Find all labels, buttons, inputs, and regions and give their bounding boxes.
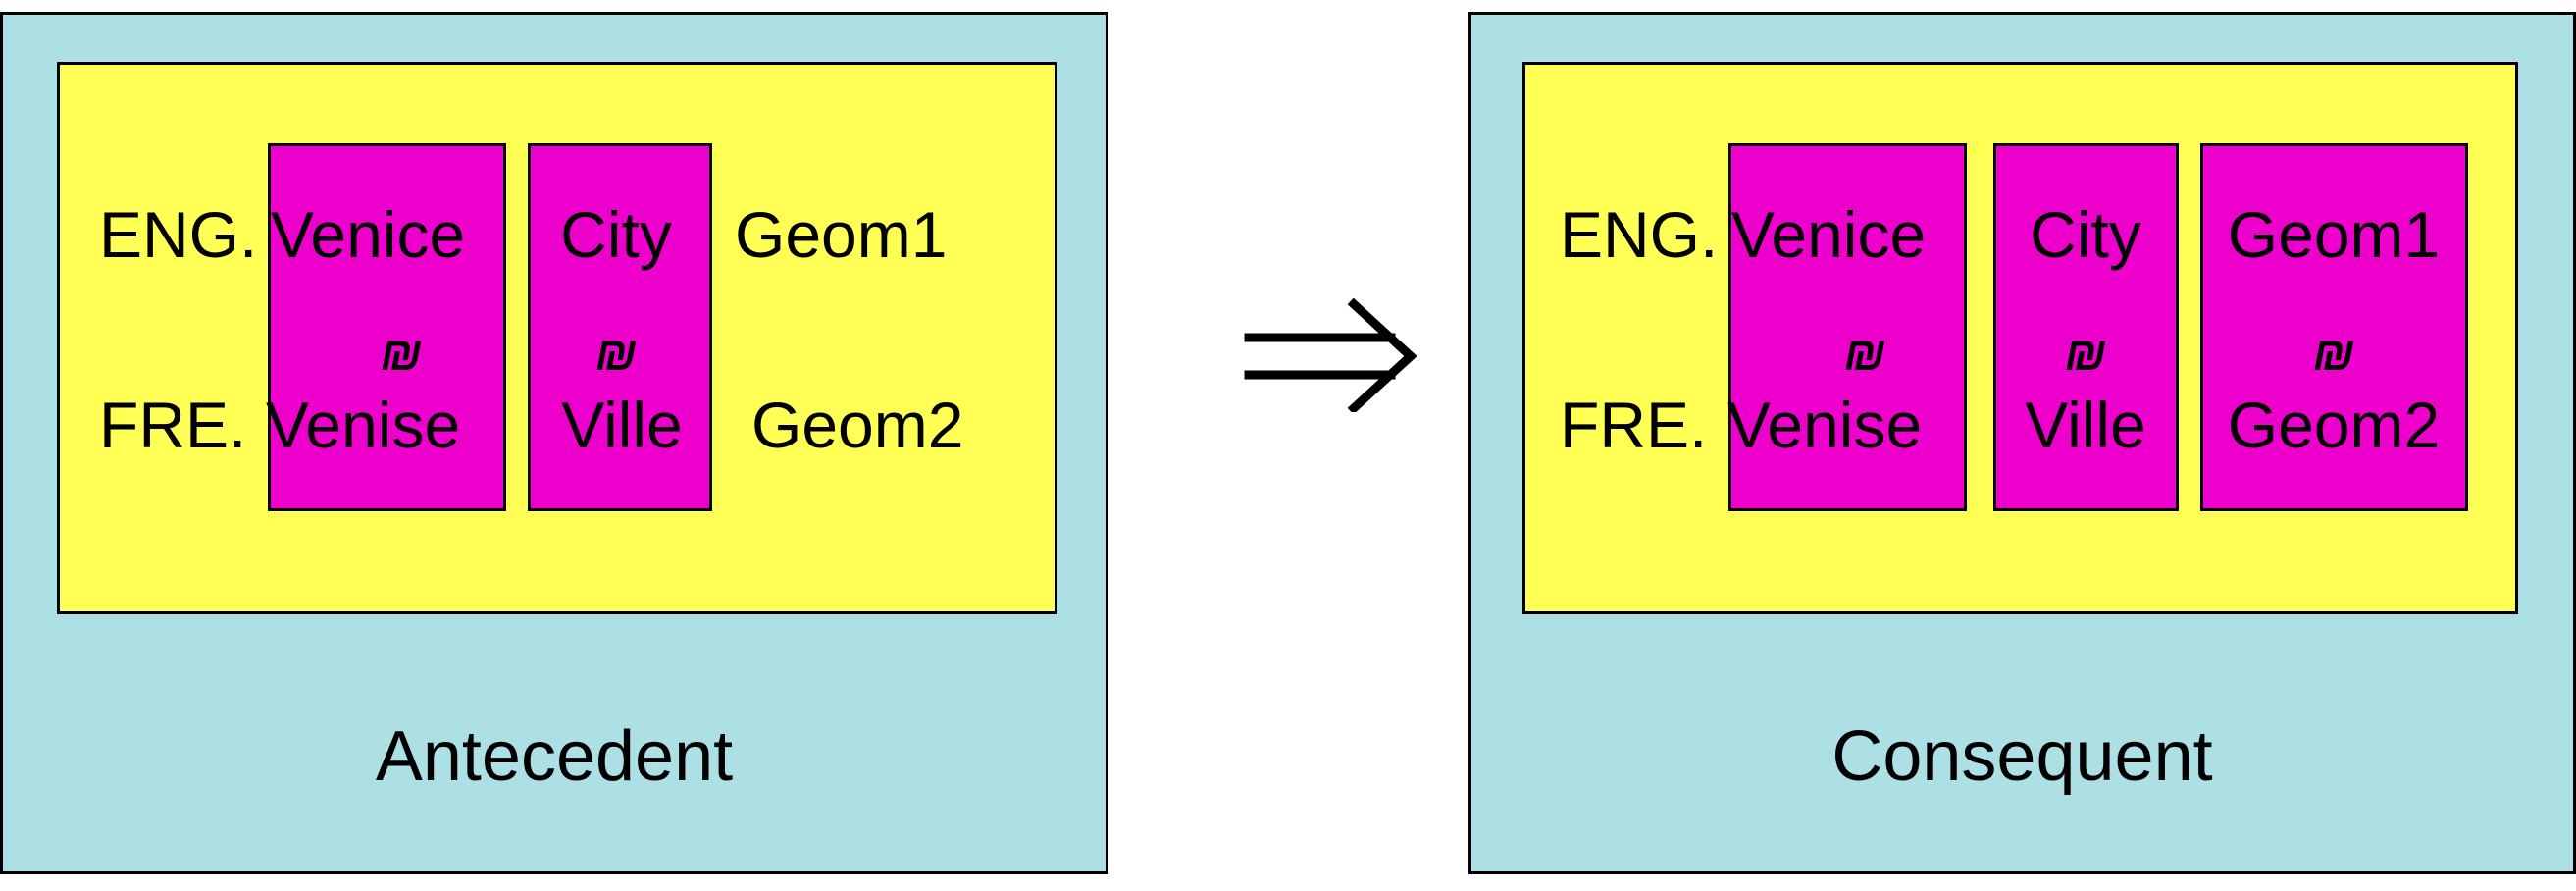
geom2-label: Geom2 bbox=[2227, 389, 2441, 461]
venise-label: Venise bbox=[266, 389, 461, 461]
city-label: City bbox=[2030, 198, 2141, 271]
consequent-inner-box: ENG. Venice ₪ FRE. Venise City ₪ Ville G… bbox=[1522, 62, 2518, 614]
antecedent-caption: Antecedent bbox=[375, 717, 734, 796]
eng-prefix: ENG. bbox=[1560, 198, 1719, 271]
venice-mapping-box bbox=[1728, 143, 1967, 511]
consequent-panel: ENG. Venice ₪ FRE. Venise City ₪ Ville G… bbox=[1468, 12, 2576, 874]
geom2-label: Geom2 bbox=[751, 389, 964, 461]
fre-prefix: FRE. bbox=[1560, 389, 1708, 461]
geom1-label: Geom1 bbox=[2227, 198, 2441, 271]
city-mapping-box bbox=[528, 143, 712, 511]
geom-mapping-box bbox=[2200, 143, 2468, 511]
consequent-caption: Consequent bbox=[1831, 717, 2213, 796]
geom1-label: Geom1 bbox=[735, 198, 948, 271]
equivalence-symbol: ₪ bbox=[380, 329, 423, 381]
double-right-arrow-icon bbox=[1244, 297, 1417, 412]
venice-label: Venice bbox=[1731, 198, 1927, 271]
ville-label: Ville bbox=[2025, 389, 2146, 461]
antecedent-inner-box: ENG. Venice ₪ FRE. Venise City ₪ Ville G… bbox=[57, 62, 1057, 614]
city-mapping-box bbox=[1993, 143, 2179, 511]
fre-prefix: FRE. bbox=[99, 389, 247, 461]
equivalence-symbol: ₪ bbox=[1843, 329, 1886, 381]
city-label: City bbox=[560, 198, 672, 271]
venice-mapping-box bbox=[268, 143, 506, 511]
ville-label: Ville bbox=[561, 389, 683, 461]
equivalence-symbol: ₪ bbox=[594, 329, 638, 381]
antecedent-panel: ENG. Venice ₪ FRE. Venise City ₪ Ville G… bbox=[0, 12, 1108, 874]
venice-label: Venice bbox=[271, 198, 466, 271]
eng-prefix: ENG. bbox=[99, 198, 258, 271]
venise-label: Venise bbox=[1727, 389, 1923, 461]
equivalence-symbol: ₪ bbox=[2312, 329, 2355, 381]
equivalence-symbol: ₪ bbox=[2064, 329, 2107, 381]
